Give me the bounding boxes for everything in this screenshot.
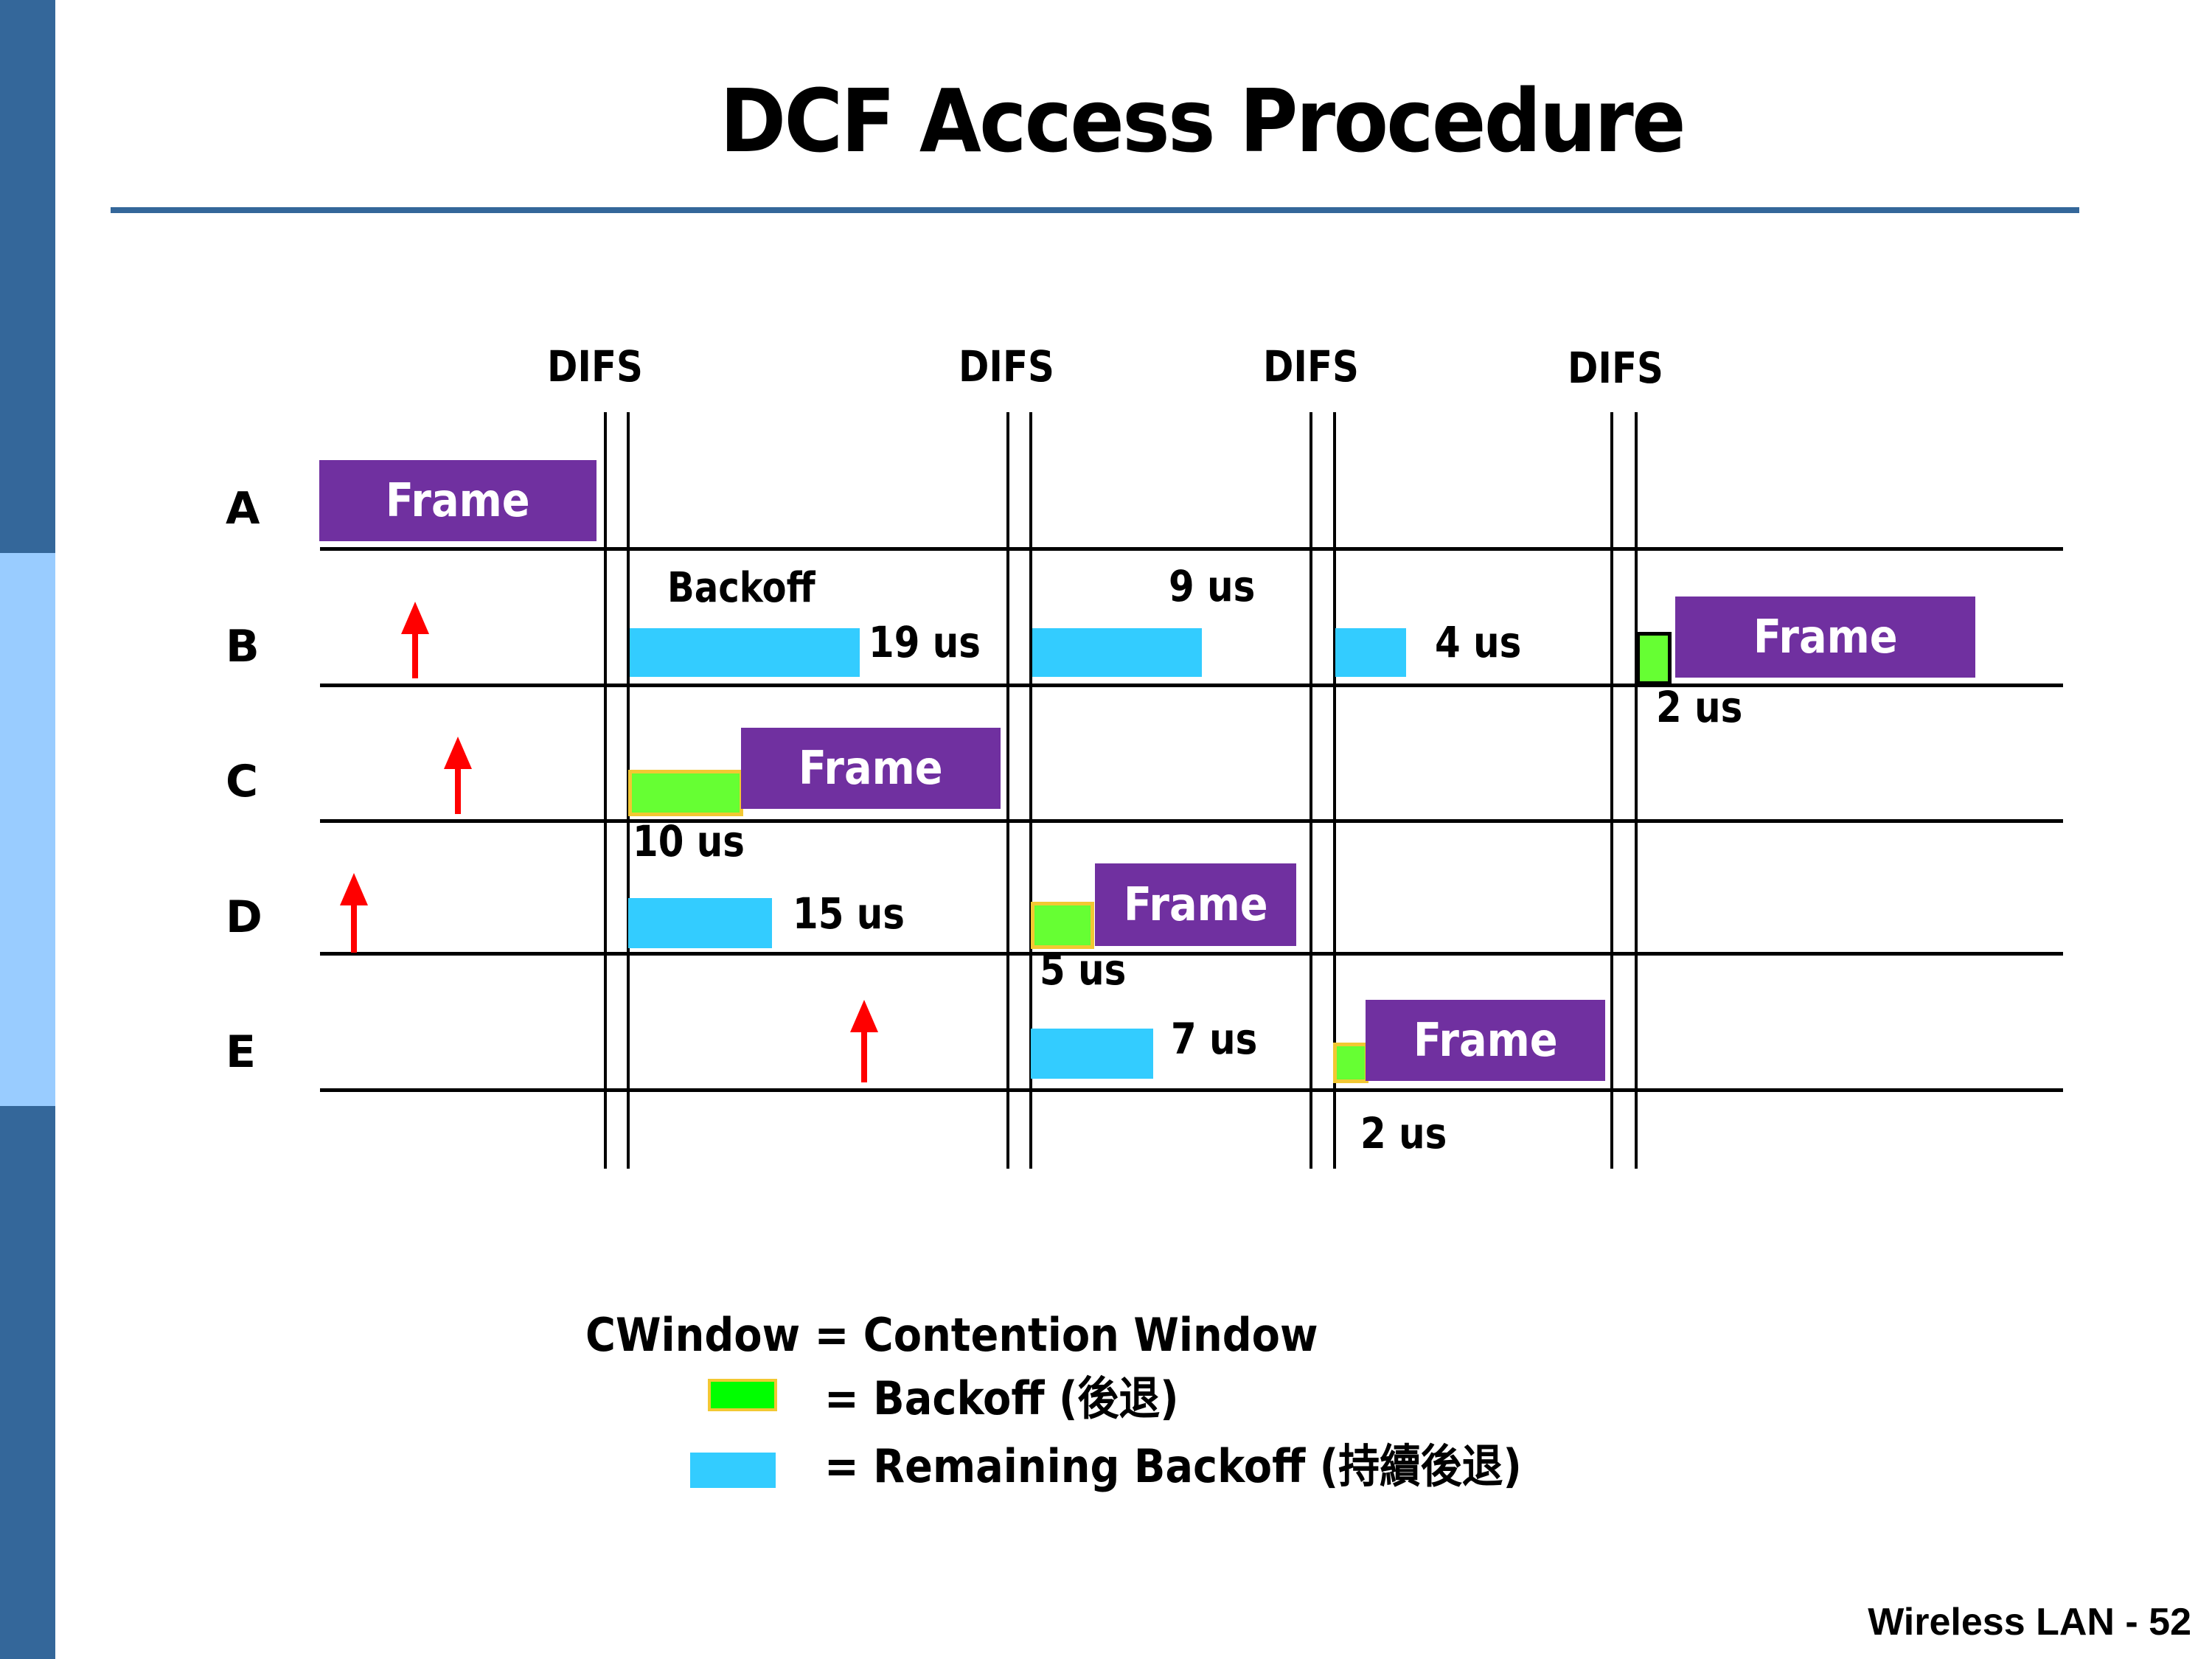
row-line-d — [320, 952, 2063, 956]
slide-title: DCF Access Procedure — [720, 70, 1686, 172]
backoff-label-d: 5 us — [1040, 945, 1127, 995]
remaining-backoff-b-2 — [1032, 628, 1202, 677]
difs-line-4a — [1610, 412, 1613, 1169]
frame-c-label: Frame — [799, 741, 943, 795]
sidebar-band-middle — [0, 553, 55, 1106]
station-label-e: E — [226, 1026, 256, 1078]
arrival-arrow-b — [401, 602, 429, 678]
remaining-backoff-b-1 — [630, 628, 860, 677]
remaining-backoff-b-3 — [1335, 628, 1406, 677]
backoff-heading: Backoff — [667, 564, 815, 612]
difs-line-4b — [1635, 412, 1638, 1169]
difs-line-2a — [1006, 412, 1009, 1169]
difs-label-4: DIFS — [1568, 343, 1663, 393]
backoff-d — [1031, 902, 1094, 949]
legend-remaining: = Remaining Backoff (持續後退) — [824, 1439, 1522, 1493]
arrival-arrow-e — [850, 1000, 878, 1082]
difs-line-3b — [1333, 412, 1336, 1169]
difs-label-2: DIFS — [959, 341, 1054, 392]
arrival-arrow-c — [444, 737, 472, 814]
station-label-b: B — [226, 621, 260, 672]
station-label-c: C — [226, 756, 259, 807]
difs-line-2b — [1029, 412, 1032, 1169]
remaining-backoff-d-1 — [628, 898, 772, 948]
frame-a-label: Frame — [386, 473, 530, 527]
frame-d-label: Frame — [1123, 877, 1268, 931]
remaining-backoff-e-1 — [1031, 1029, 1153, 1079]
backoff-label-b: 2 us — [1656, 682, 1743, 732]
row-line-e — [320, 1088, 2063, 1092]
backoff-b — [1636, 632, 1672, 685]
remaining-label-b-3: 4 us — [1435, 617, 1522, 667]
frame-b: Frame — [1675, 597, 1975, 678]
row-line-b — [320, 684, 2063, 687]
sidebar-band-bottom — [0, 1106, 55, 1659]
row-line-c — [320, 819, 2063, 823]
backoff-e — [1333, 1043, 1368, 1083]
backoff-c — [628, 770, 743, 816]
frame-b-label: Frame — [1753, 610, 1898, 664]
remaining-label-b-2: 9 us — [1169, 561, 1256, 611]
frame-e: Frame — [1366, 1000, 1605, 1081]
title-rule — [111, 207, 2079, 213]
sidebar-band-top — [0, 0, 55, 553]
difs-label-1: DIFS — [547, 341, 643, 392]
station-label-a: A — [226, 483, 260, 535]
legend-backoff: = Backoff (後退) — [824, 1371, 1179, 1425]
remaining-label-e-1: 7 us — [1171, 1014, 1258, 1064]
legend-backoff-swatch — [708, 1379, 777, 1411]
difs-label-3: DIFS — [1263, 341, 1359, 392]
difs-line-3a — [1310, 412, 1312, 1169]
backoff-label-e: 2 us — [1360, 1108, 1447, 1158]
frame-d: Frame — [1095, 863, 1296, 946]
arrival-arrow-d — [340, 873, 368, 953]
row-line-a — [320, 547, 2063, 551]
slide-footer: Wireless LAN - 52 — [1868, 1601, 2191, 1644]
frame-a: Frame — [319, 460, 597, 541]
remaining-label-d-1: 15 us — [793, 888, 905, 939]
difs-line-1a — [604, 412, 607, 1169]
station-label-d: D — [226, 891, 262, 943]
remaining-label-b-1: 19 us — [869, 617, 981, 667]
legend-remaining-swatch — [690, 1453, 776, 1488]
frame-c: Frame — [741, 728, 1001, 809]
frame-e-label: Frame — [1413, 1013, 1558, 1067]
legend-cwindow: CWindow = Contention Window — [585, 1308, 1318, 1362]
backoff-label-c: 10 us — [633, 816, 745, 866]
